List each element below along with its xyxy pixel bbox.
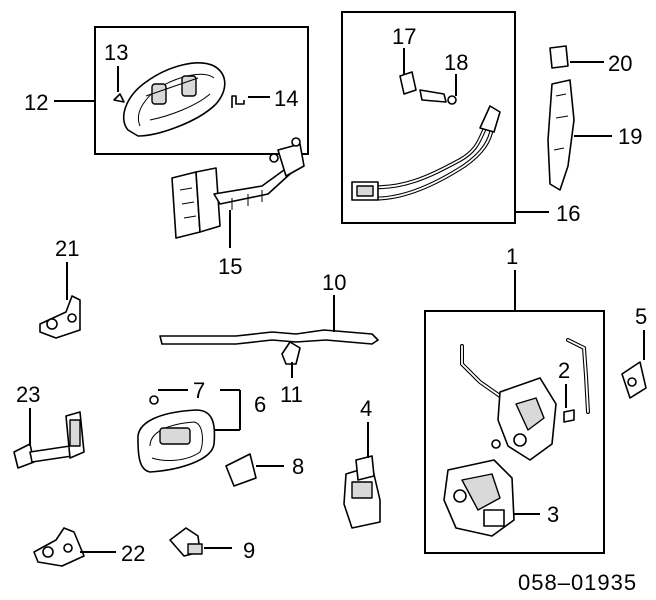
callout-7: 7 xyxy=(193,378,205,403)
screw-7-part xyxy=(149,395,159,405)
door-lock-assembly-part xyxy=(460,338,590,461)
group-box-16 xyxy=(341,11,516,224)
callout-18: 18 xyxy=(444,50,468,75)
checker-23-part xyxy=(13,411,85,469)
callout-22: 22 xyxy=(121,541,145,566)
callout-16: 16 xyxy=(556,201,580,226)
callout-5: 5 xyxy=(635,304,647,329)
callout-21: 21 xyxy=(55,236,79,261)
callout-23: 23 xyxy=(16,382,40,407)
group-box-12 xyxy=(94,26,309,155)
handle-base-part xyxy=(171,137,305,239)
callout-6: 6 xyxy=(254,392,266,417)
callout-19: 19 xyxy=(618,124,642,149)
knob-9-part xyxy=(169,527,203,557)
callout-20: 20 xyxy=(608,51,632,76)
callout-labels: 1 2 3 4 5 6 7 8 9 10 11 12 13 14 15 16 1… xyxy=(16,24,647,566)
callout-10: 10 xyxy=(322,270,346,295)
hinge-21-part xyxy=(39,295,81,339)
screw-13-part xyxy=(113,93,125,103)
callout-9: 9 xyxy=(243,538,255,563)
callout-15: 15 xyxy=(218,254,242,279)
actuator-4-part xyxy=(343,455,381,529)
clip-14-part xyxy=(231,95,245,108)
callout-8: 8 xyxy=(292,454,304,479)
inside-handle-rod-part xyxy=(159,329,379,345)
callout-3: 3 xyxy=(547,502,559,527)
inside-handle-part xyxy=(137,409,216,473)
leader-lines xyxy=(29,48,645,553)
hinge-22-part xyxy=(33,527,85,567)
callout-12: 12 xyxy=(24,90,48,115)
key-cylinder-cable-part xyxy=(351,71,501,201)
cover-8-part xyxy=(225,453,257,487)
callout-17: 17 xyxy=(392,24,416,49)
clip-11-part xyxy=(281,341,301,365)
lock-body-3-part xyxy=(443,459,515,537)
lock-rod-guide-part xyxy=(547,45,575,191)
callout-13: 13 xyxy=(104,40,128,65)
callout-14: 14 xyxy=(274,86,298,111)
outer-handle-part xyxy=(122,62,226,137)
callout-4: 4 xyxy=(360,396,372,421)
callout-11: 11 xyxy=(280,382,303,407)
callout-2: 2 xyxy=(558,358,570,383)
callout-1: 1 xyxy=(506,244,518,269)
diagram-code: 058–01935 xyxy=(518,570,637,595)
striker-5-part xyxy=(621,361,647,399)
